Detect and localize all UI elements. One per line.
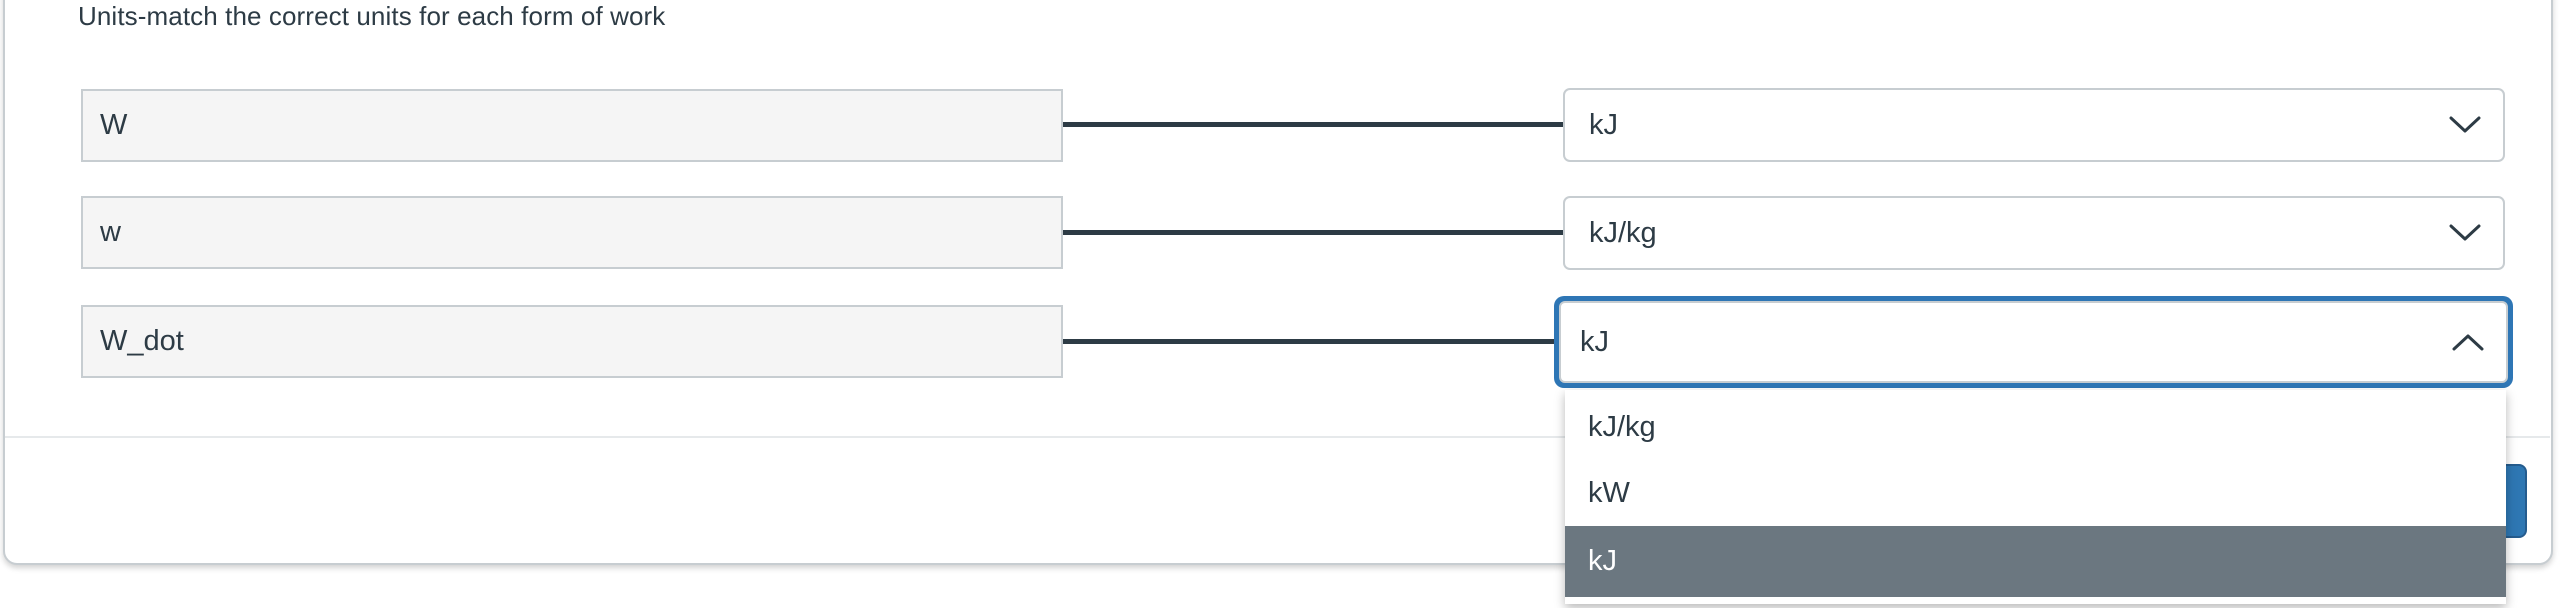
prompt-label: W_dot xyxy=(100,325,184,357)
prompt-label: w xyxy=(100,216,121,248)
prompt-box-w: w xyxy=(81,196,1063,269)
match-connector-line xyxy=(1063,230,1563,235)
selected-unit-value: kJ xyxy=(1589,108,1618,141)
option-label: kJ/kg xyxy=(1588,410,1656,443)
selected-unit-value: kJ/kg xyxy=(1589,216,1657,249)
unit-options-menu: kJ/kg kW kJ xyxy=(1565,390,2506,604)
chevron-down-icon xyxy=(2449,116,2481,133)
option-label: kJ xyxy=(1588,545,1617,577)
prompt-label: W xyxy=(100,109,128,141)
menu-option-kW[interactable]: kW xyxy=(1565,460,2506,526)
card-footer-divider xyxy=(5,436,2550,438)
match-connector-line xyxy=(1063,339,1558,344)
menu-option-kJ-highlighted[interactable]: kJ xyxy=(1565,526,2506,597)
prompt-box-W: W xyxy=(81,89,1063,162)
option-label: kW xyxy=(1588,476,1630,509)
unit-select-W[interactable]: kJ xyxy=(1563,88,2505,162)
chevron-up-icon xyxy=(2452,334,2484,351)
question-title: Units-match the correct units for each f… xyxy=(78,1,666,31)
unit-select-w[interactable]: kJ/kg xyxy=(1563,196,2505,270)
unit-select-W_dot[interactable]: kJ xyxy=(1559,301,2508,383)
match-connector-line xyxy=(1063,122,1563,127)
prompt-box-W_dot: W_dot xyxy=(81,305,1063,378)
menu-option-kJ-per-kg[interactable]: kJ/kg xyxy=(1565,394,2506,460)
unit-select-W_dot-focus-ring: kJ xyxy=(1554,296,2513,388)
selected-unit-value: kJ xyxy=(1580,325,1609,358)
chevron-down-icon xyxy=(2449,224,2481,241)
